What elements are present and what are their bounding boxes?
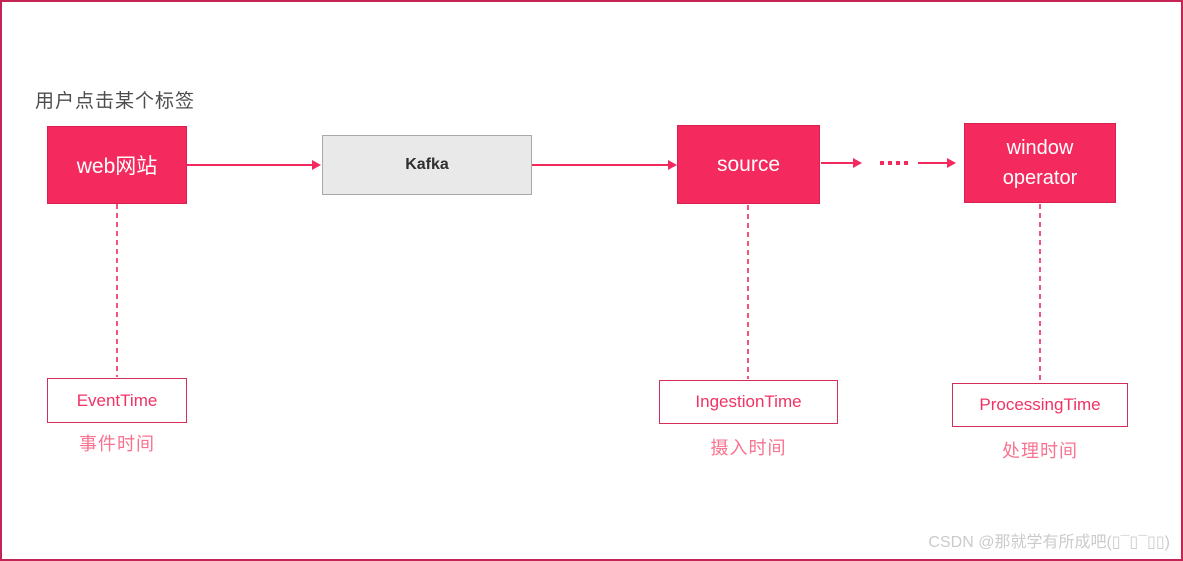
node-source-label: source bbox=[716, 152, 781, 176]
time-box-processingtime: ProcessingTime bbox=[952, 383, 1128, 427]
node-source: source bbox=[677, 125, 820, 204]
node-web-site: web网站 bbox=[47, 126, 187, 204]
arrow-source-out-line bbox=[821, 162, 853, 164]
csdn-watermark: CSDN @那就学有所成吧(▯¯▯¯▯▯) bbox=[928, 534, 1170, 551]
ellipsis-dots-icon bbox=[880, 161, 908, 165]
dashed-connector-window-to-processingtime bbox=[1039, 204, 1041, 382]
caption-processingtime: 处理时间 bbox=[1002, 441, 1078, 461]
dashed-connector-web-to-eventtime bbox=[116, 204, 118, 377]
time-box-ingestiontime: IngestionTime bbox=[659, 380, 838, 424]
node-window-operator-label-line1: window bbox=[1006, 137, 1074, 159]
arrow-web-to-kafka-head-icon bbox=[312, 160, 321, 170]
node-window-operator: window operator bbox=[964, 123, 1116, 203]
caption-ingestiontime: 摄入时间 bbox=[710, 438, 787, 458]
node-web-site-label: web网站 bbox=[76, 155, 158, 178]
node-kafka-label: Kafka bbox=[405, 156, 449, 173]
arrow-into-window-head-icon bbox=[947, 158, 956, 168]
time-box-eventtime-label: EventTime bbox=[76, 390, 158, 410]
diagram-title: 用户点击某个标签 bbox=[35, 91, 196, 112]
arrow-source-out-head-icon bbox=[853, 158, 862, 168]
node-window-operator-label-line2: operator bbox=[1002, 167, 1078, 189]
time-box-ingestiontime-label: IngestionTime bbox=[695, 392, 802, 411]
arrow-kafka-to-source-line bbox=[532, 164, 668, 166]
arrow-kafka-to-source-head-icon bbox=[668, 160, 677, 170]
arrow-into-window-line bbox=[918, 162, 947, 164]
time-box-eventtime: EventTime bbox=[47, 378, 187, 423]
arrow-web-to-kafka-line bbox=[187, 164, 313, 166]
node-kafka: Kafka bbox=[322, 135, 532, 195]
caption-eventtime: 事件时间 bbox=[79, 434, 155, 454]
time-box-processingtime-label: ProcessingTime bbox=[979, 395, 1101, 414]
dashed-connector-source-to-ingestiontime bbox=[747, 205, 749, 379]
